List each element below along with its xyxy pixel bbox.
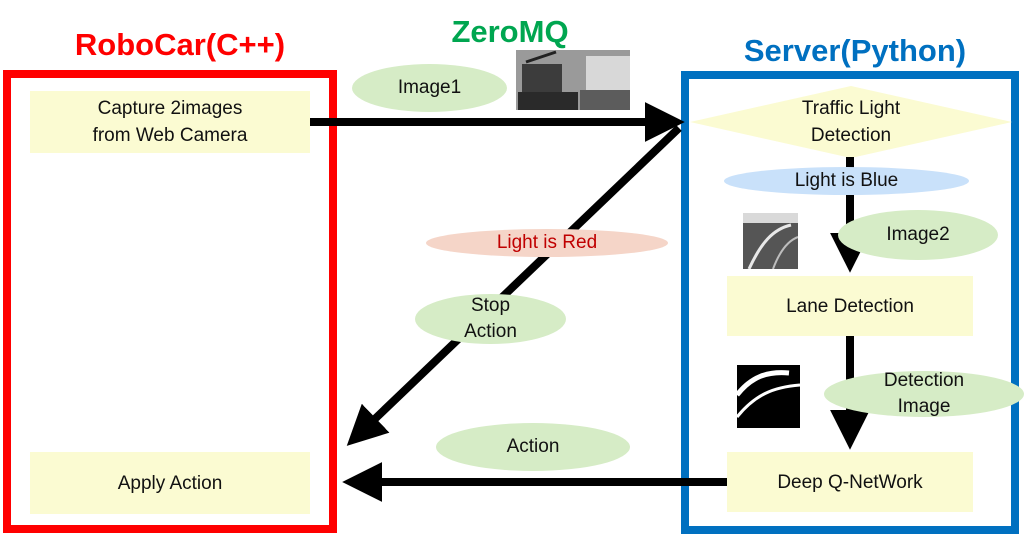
zeromq-title: ZeroMQ: [451, 14, 569, 49]
action-label: Action: [436, 423, 630, 471]
detection-image-label: Detection Image: [824, 370, 1024, 417]
light-red-label: Light is Red: [426, 229, 668, 257]
robocar-frame: [3, 70, 337, 533]
lane-detection-box: Lane Detection: [727, 276, 973, 336]
dqn-box: Deep Q-NetWork: [727, 452, 973, 512]
light-blue-label: Light is Blue: [724, 167, 969, 195]
camera-image-thumbnail: [516, 50, 630, 110]
robocar-title: RoboCar(C++): [74, 27, 286, 62]
image1-label: Image1: [352, 64, 507, 112]
apply-action-box: Apply Action: [30, 452, 310, 514]
road-image-thumbnail: [743, 213, 798, 269]
capture-box: Capture 2images from Web Camera: [30, 91, 310, 153]
lane-detection-image-thumbnail: [737, 365, 800, 428]
stop-action-label: Stop Action: [415, 294, 566, 344]
traffic-light-label: Traffic Light Detection: [801, 98, 901, 146]
server-to-apply-diagonal-arrow: [346, 125, 682, 446]
image2-label: Image2: [838, 210, 998, 260]
server-frame: [681, 71, 1019, 534]
server-title: Server(Python): [743, 33, 967, 68]
